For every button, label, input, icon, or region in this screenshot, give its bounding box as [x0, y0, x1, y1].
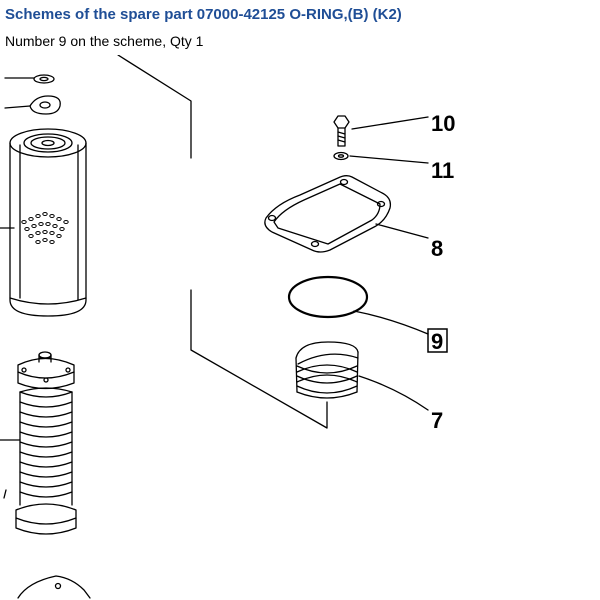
bracket-lines [117, 55, 328, 429]
callout-labels: 10 11 8 9 7 [427, 111, 455, 433]
callout-9-highlight-box [427, 328, 448, 353]
washer-part-11 [333, 151, 429, 164]
callout-9[interactable]: 9 [431, 329, 443, 354]
callout-10: 10 [431, 111, 455, 136]
left-spring-assembly [0, 351, 77, 535]
parts-scheme-diagram: 10 11 8 9 7 [0, 55, 455, 599]
o-ring-part-9 [287, 275, 429, 335]
bolt-part-10 [333, 115, 429, 147]
cover-plate-part-8 [264, 175, 429, 253]
filter-element [0, 128, 87, 317]
callout-11: 11 [431, 158, 454, 183]
left-assembly [0, 74, 91, 599]
scheme-subtitle: Number 9 on the scheme, Qty 1 [5, 33, 204, 49]
callout-7: 7 [431, 408, 443, 433]
callout-8: 8 [431, 236, 443, 261]
page-title: Schemes of the spare part 07000-42125 O-… [5, 6, 402, 23]
spring-part-7 [295, 341, 429, 411]
